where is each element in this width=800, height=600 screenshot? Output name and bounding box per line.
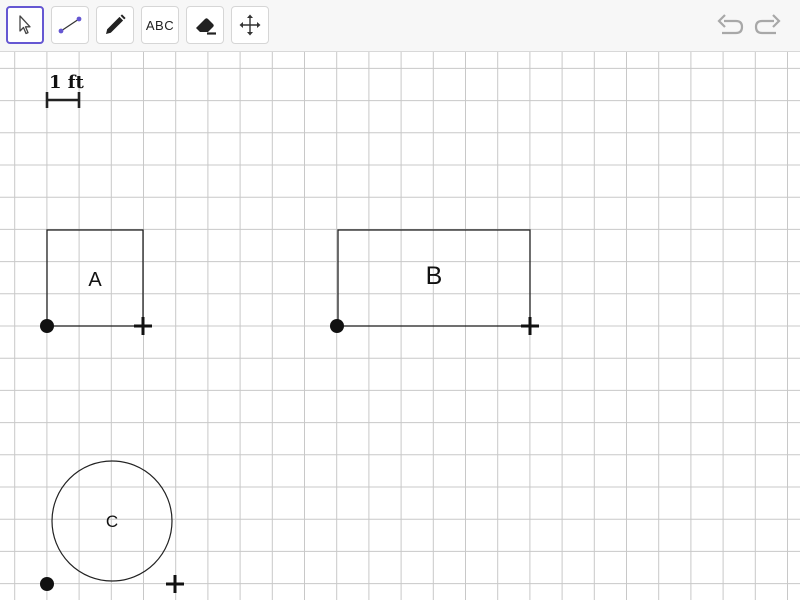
circle-c[interactable]: C: [40, 460, 184, 593]
rectangle-b-outline[interactable]: [337, 229, 531, 327]
rectangle-a-outline[interactable]: [46, 229, 144, 327]
scale-label: 1 ft: [49, 72, 85, 93]
grid: [0, 52, 800, 600]
move-arrows-icon: [238, 13, 262, 37]
rectangle-b-label: B: [426, 262, 443, 290]
pointer-arrow-icon: [15, 14, 35, 36]
drawing-canvas[interactable]: 1 ft A B C: [0, 52, 800, 600]
segment-tool-button[interactable]: [51, 6, 89, 44]
scale-indicator: 1 ft: [45, 72, 85, 108]
eraser-icon: [192, 13, 218, 37]
rectangle-a-resize-handle[interactable]: [134, 317, 152, 335]
rectangle-b[interactable]: B: [330, 229, 539, 335]
move-tool-button[interactable]: [6, 6, 44, 44]
rectangle-b-anchor-point[interactable]: [330, 319, 344, 333]
circle-c-resize-handle[interactable]: [166, 575, 184, 593]
redo-button[interactable]: [752, 12, 782, 40]
toolbar: ABC: [0, 0, 800, 52]
pen-icon: [103, 13, 127, 37]
text-tool-button[interactable]: ABC: [141, 6, 179, 44]
eraser-tool-button[interactable]: [186, 6, 224, 44]
redo-icon: [752, 12, 782, 41]
circle-c-outline[interactable]: [51, 460, 173, 582]
text-tool-icon: ABC: [145, 17, 175, 33]
circle-c-anchor-point[interactable]: [40, 577, 54, 591]
circle-c-label: C: [106, 512, 118, 531]
undo-icon: [716, 12, 746, 41]
undo-button[interactable]: [716, 12, 746, 40]
rectangle-a[interactable]: A: [40, 229, 152, 335]
pen-tool-button[interactable]: [96, 6, 134, 44]
segment-icon: [57, 14, 83, 36]
rectangle-b-resize-handle[interactable]: [521, 317, 539, 335]
rectangle-a-anchor-point[interactable]: [40, 319, 54, 333]
move-view-tool-button[interactable]: [231, 6, 269, 44]
rectangle-a-label: A: [88, 269, 102, 291]
